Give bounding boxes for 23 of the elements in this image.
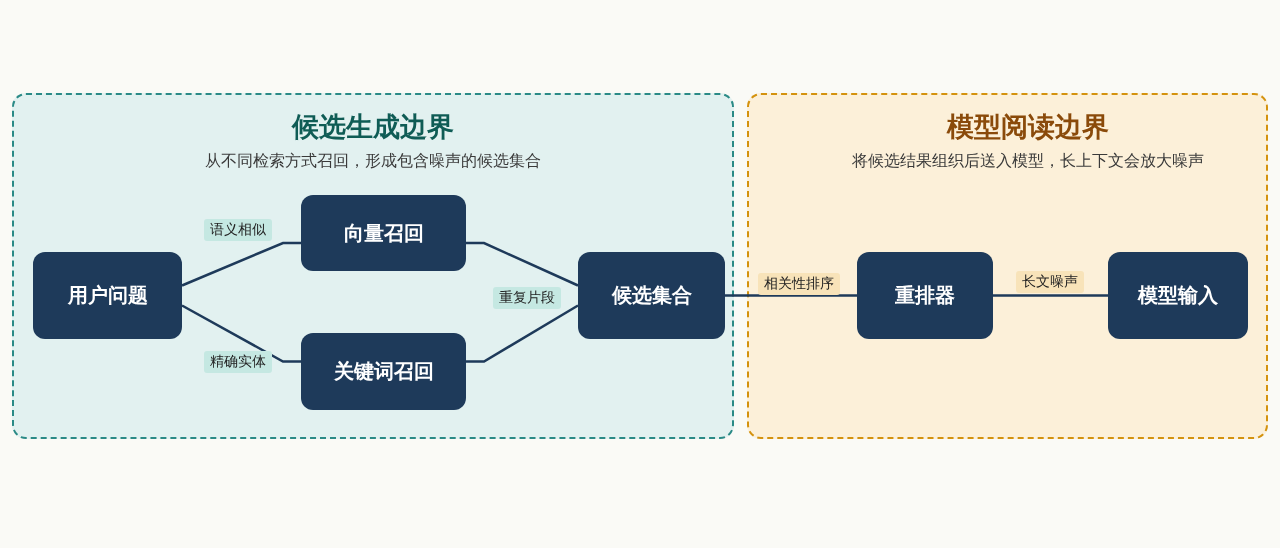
connector-line [466,304,579,363]
panel-subtitle: 将候选结果组织后送入模型，长上下文会放大噪声 [851,151,1204,172]
process-box: 候选集合 [578,252,725,339]
boundary-panel [747,93,1268,439]
edge-label: 精确实体 [204,351,272,373]
process-box: 用户问题 [33,252,182,339]
connector-line [466,241,579,287]
edge-label: 语义相似 [204,219,272,241]
panel-subtitle: 从不同检索方式召回，形成包含噪声的候选集合 [205,151,541,172]
edge-label: 长文噪声 [1016,271,1084,293]
connector-line [993,294,1108,297]
boundary-panel [12,93,734,439]
process-box: 模型输入 [1108,252,1248,339]
connector-line [181,304,301,363]
edge-label: 相关性排序 [758,273,840,295]
edge-label: 重复片段 [493,287,561,309]
connector-line [725,294,857,297]
connector-line [181,241,301,287]
panel-title: 模型阅读边界 [946,110,1109,144]
process-box: 重排器 [857,252,993,339]
process-box: 关键词召回 [301,333,466,410]
process-box: 向量召回 [301,195,466,271]
panel-title: 候选生成边界 [292,110,454,144]
